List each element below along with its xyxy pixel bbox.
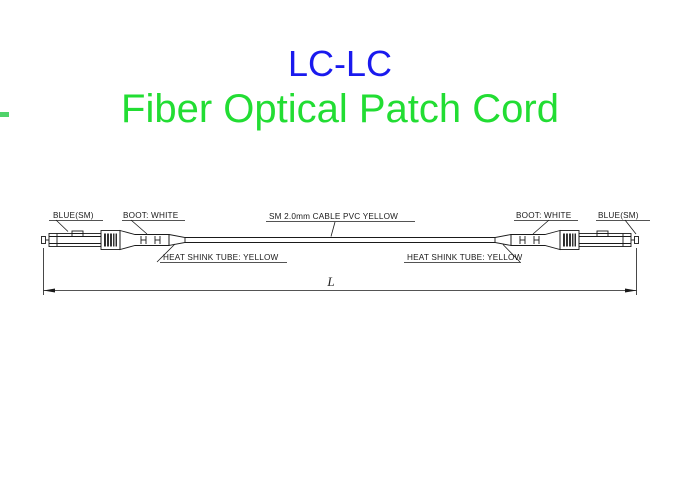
fiber-cable [185, 237, 495, 243]
label-left-boot: BOOT: WHITE [123, 211, 179, 220]
label-left-heat-shrink: HEAT SHINK TUBE: YELLOW [163, 253, 279, 262]
title-block: LC-LC Fiber Optical Patch Cord [0, 44, 680, 132]
left-lc-connector [41, 230, 121, 250]
dimension-length-label: L [326, 274, 334, 289]
label-right-connector: BLUE(SM) [598, 211, 639, 220]
overall-length-dimension [43, 248, 637, 295]
right-boot [510, 229, 561, 251]
product-type-title: LC-LC [287, 43, 393, 84]
label-right-boot: BOOT: WHITE [516, 211, 572, 220]
left-heat-shrink-tube [168, 233, 186, 247]
cut-off-green-text-mark [0, 112, 9, 117]
label-cable: SM 2.0mm CABLE PVC YELLOW [269, 212, 398, 221]
label-right-heat-shrink: HEAT SHINK TUBE: YELLOW [407, 253, 523, 262]
label-left-connector: BLUE(SM) [53, 211, 94, 220]
product-name-title: Fiber Optical Patch Cord [121, 87, 559, 131]
right-heat-shrink-tube [494, 233, 512, 247]
leader-lines [49, 219, 650, 263]
right-lc-connector [559, 230, 639, 250]
left-boot [119, 229, 170, 251]
dimension-arrowheads [43, 288, 637, 293]
